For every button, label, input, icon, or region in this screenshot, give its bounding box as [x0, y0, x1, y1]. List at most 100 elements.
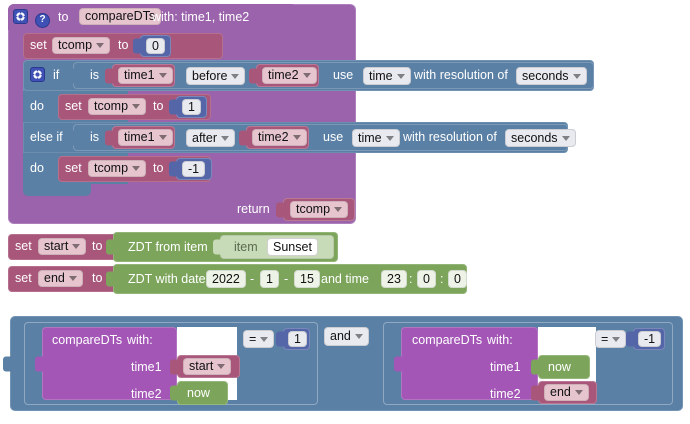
procedure-params-label: with: time1, time2: [152, 10, 250, 24]
compare-operator-dropdown-right[interactable]: =: [595, 330, 627, 348]
chevron-down-icon: [354, 334, 363, 339]
chevron-down-icon: [158, 73, 167, 78]
resolution-label-2: with resolution of: [403, 130, 497, 144]
compare-operator-value: =: [249, 331, 257, 346]
variable-dropdown-time2-a[interactable]: time2: [262, 67, 317, 84]
and-operator-dropdown[interactable]: and: [324, 327, 369, 346]
second-field[interactable]: 0: [448, 270, 467, 288]
use-label-2: use: [323, 130, 344, 144]
procedure-gear-icon[interactable]: [13, 9, 28, 27]
number-field-left-1[interactable]: 1: [288, 331, 307, 347]
variable-dropdown-return[interactable]: tcomp: [290, 201, 349, 218]
value-connector: [394, 356, 402, 371]
chevron-down-icon: [612, 336, 621, 342]
year-field[interactable]: 2022: [206, 270, 246, 288]
call-arg-label-left-time1: time1: [131, 360, 162, 374]
chevron-down-icon: [132, 104, 141, 109]
set-label-1: set: [65, 99, 82, 113]
variable-name: time2: [258, 130, 289, 145]
number-field-0[interactable]: 0: [146, 38, 165, 54]
value-connector: [169, 99, 177, 115]
if-block-footer: [23, 184, 91, 196]
variable-dropdown-tcomp-1[interactable]: tcomp: [88, 98, 147, 115]
variable-name: time1: [124, 68, 155, 83]
resolution-dropdown-2[interactable]: seconds: [505, 129, 576, 147]
zdt-from-item-label: ZDT from item: [128, 240, 208, 254]
operator-dropdown-after[interactable]: after: [186, 129, 236, 147]
compare-operator-dropdown-left[interactable]: =: [243, 330, 275, 348]
resolution-dropdown-1[interactable]: seconds: [516, 67, 587, 85]
number-value: 1: [294, 331, 301, 346]
resolution-value: seconds: [511, 130, 558, 145]
call-procedure-block-right[interactable]: [394, 327, 538, 400]
variable-dropdown-left-start[interactable]: start: [183, 358, 232, 375]
month-value: 1: [266, 271, 273, 286]
zdt-with-date-block[interactable]: [106, 264, 467, 294]
call-arg-label-right-time1: time1: [490, 360, 521, 374]
chevron-down-icon: [385, 135, 394, 141]
use-value: time: [369, 68, 393, 83]
datetime-now-block-left[interactable]: [170, 381, 228, 405]
number-field-1[interactable]: 1: [182, 99, 201, 115]
number-field-minus1[interactable]: -1: [182, 161, 206, 177]
is-label-1: is: [90, 68, 100, 82]
value-connector: [105, 130, 113, 145]
variable-dropdown-right-end[interactable]: end: [544, 384, 589, 401]
if-mutator-gear-icon[interactable]: [30, 67, 45, 85]
operator-value: after: [192, 130, 218, 145]
item-name-field[interactable]: Sunset: [267, 238, 318, 256]
number-value: 0: [152, 38, 159, 53]
value-connector: [169, 161, 177, 177]
operator-value: before: [192, 68, 228, 83]
variable-dropdown-time2-b[interactable]: time2: [252, 129, 307, 146]
variable-dropdown-tcomp-2[interactable]: tcomp: [88, 160, 147, 177]
value-connector: [626, 331, 634, 347]
minute-field[interactable]: 0: [417, 270, 436, 288]
chevron-down-icon: [572, 73, 581, 79]
value-connector: [239, 130, 247, 145]
resolution-value: seconds: [522, 68, 569, 83]
to-label-end: to: [92, 271, 103, 285]
day-field[interactable]: 15: [294, 270, 320, 288]
value-connector: [276, 202, 284, 217]
datetime-now-block-right[interactable]: [531, 355, 590, 379]
hour-field[interactable]: 23: [381, 270, 407, 288]
to-label-2: to: [153, 161, 164, 175]
variable-dropdown-time1-b[interactable]: time1: [118, 129, 173, 146]
variable-dropdown-start[interactable]: start: [38, 238, 87, 255]
value-connector: [531, 359, 539, 375]
chevron-down-icon: [96, 43, 105, 48]
use-dropdown-time-2[interactable]: time: [352, 129, 400, 147]
chevron-down-icon: [231, 73, 240, 79]
call-with-label-left: with:: [127, 333, 153, 347]
do-label-2: do: [30, 161, 44, 175]
procedure-help-icon[interactable]: ?: [35, 9, 50, 28]
month-field[interactable]: 1: [260, 270, 279, 288]
value-connector: [276, 331, 284, 347]
variable-dropdown-time1-a[interactable]: time1: [118, 67, 173, 84]
date-separator-2: -: [284, 272, 289, 286]
procedure-name-field[interactable]: compareDTs: [79, 8, 162, 25]
chevron-down-icon: [158, 135, 167, 140]
call-procedure-block-left[interactable]: [35, 327, 177, 400]
variable-dropdown-end[interactable]: end: [38, 270, 83, 287]
set-label-init: set: [30, 38, 47, 52]
chevron-down-icon: [217, 364, 226, 369]
number-value: 1: [188, 99, 195, 114]
variable-dropdown-tcomp-init[interactable]: tcomp: [52, 37, 111, 54]
value-connector: [3, 356, 11, 371]
variable-name: tcomp: [94, 99, 129, 114]
date-separator-1: -: [250, 272, 255, 286]
number-value: -1: [644, 331, 656, 346]
procedure-to-label: to: [58, 10, 69, 24]
operator-dropdown-before[interactable]: before: [186, 67, 246, 85]
year-value: 2022: [212, 271, 240, 286]
variable-name: tcomp: [58, 38, 93, 53]
value-connector: [170, 385, 178, 401]
and-time-label: and time: [321, 272, 369, 286]
chevron-down-icon: [260, 336, 269, 342]
value-connector: [105, 68, 113, 83]
hour-value: 23: [387, 271, 401, 286]
use-dropdown-time-1[interactable]: time: [363, 67, 411, 85]
number-field-right-minus1[interactable]: -1: [638, 331, 662, 347]
